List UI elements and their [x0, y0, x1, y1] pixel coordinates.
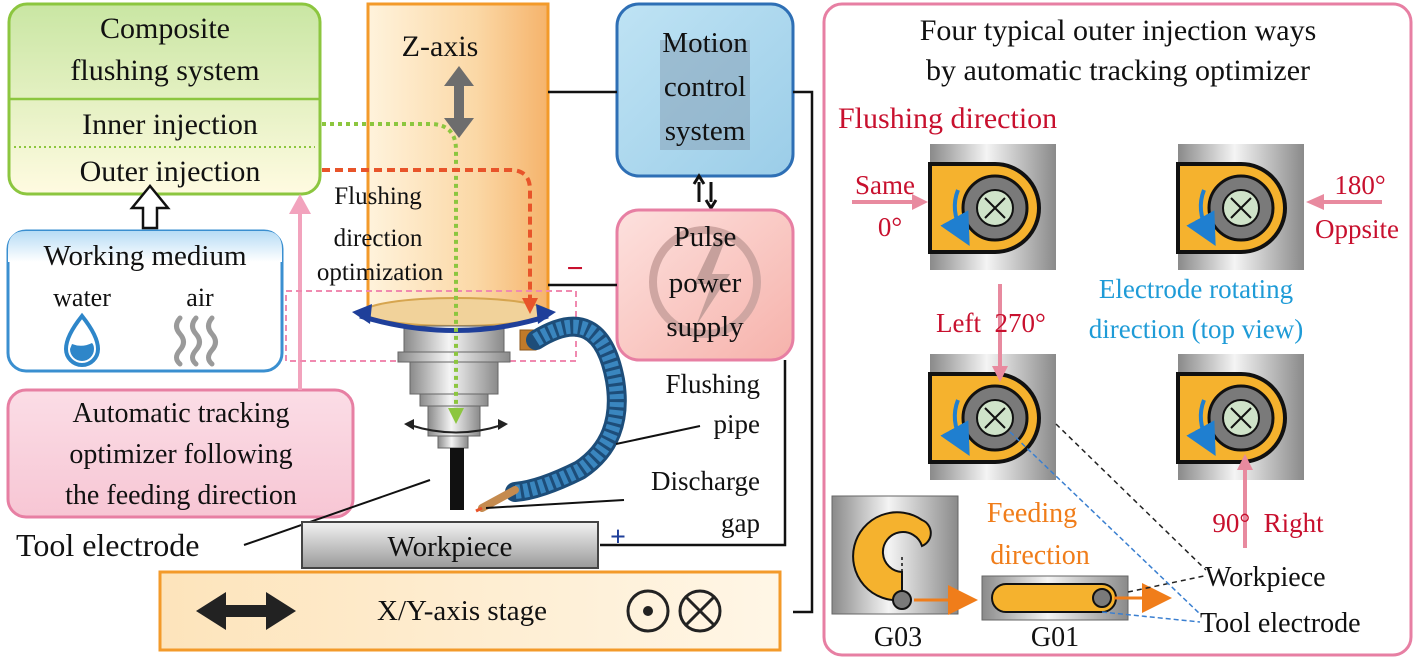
- minus-sign: −: [566, 252, 583, 285]
- small-rotation-arrow-icon: [409, 424, 503, 434]
- composite-title-line1: Composite: [100, 12, 230, 45]
- feeding-line2: direction: [990, 540, 1090, 571]
- water-drop-icon: [63, 312, 101, 367]
- pulse-line3: supply: [666, 311, 744, 343]
- motion-line3: system: [665, 115, 746, 147]
- right-title-line2: by automatic tracking optimizer: [926, 54, 1310, 87]
- flushing-pipe-line2: pipe: [714, 409, 761, 439]
- ninety-right-label: 90° Right: [1212, 508, 1324, 538]
- g01-label: G01: [1031, 622, 1079, 653]
- up-arrow-icon: [129, 184, 171, 230]
- outer-injection-label: Outer injection: [80, 155, 261, 188]
- pulse-line1: Pulse: [674, 221, 737, 253]
- rotation-arrowhead-left: [352, 304, 372, 324]
- zero-degree-label: 0°: [878, 212, 902, 242]
- rotating-line1: Electrode rotating: [1099, 274, 1293, 304]
- oppsite-label: Oppsite: [1315, 214, 1399, 244]
- tracking-optimizer-box: Automatic tracking optimizer following t…: [6, 388, 355, 519]
- tile-same: [928, 144, 1056, 270]
- right-title-line1: Four typical outer injection ways: [920, 14, 1317, 47]
- stage-label: X/Y-axis stage: [377, 595, 547, 627]
- same-label: Same: [855, 170, 915, 200]
- workpiece: Workpiece: [301, 521, 599, 569]
- z-axis-column: Z-axis Flushing direction optimization: [317, 2, 550, 312]
- bidirectional-arrow-icon: [692, 173, 718, 211]
- motion-control-icon: [660, 40, 750, 150]
- discharge-line2: gap: [721, 508, 760, 538]
- direction-arrows: [852, 194, 1382, 548]
- working-medium-box: Working medium water air: [6, 229, 284, 373]
- outer-injection-path: [322, 168, 532, 300]
- flushing-pipe: [475, 316, 627, 513]
- motion-line1: Motion: [662, 27, 748, 59]
- inner-injection-path: [322, 122, 458, 410]
- tracking-line1: Automatic tracking: [73, 398, 290, 429]
- horizontal-arrow-icon: [196, 592, 296, 630]
- plus-sign: +: [610, 522, 626, 553]
- into-plane-icon: [678, 589, 722, 633]
- discharge-line1: Discharge: [651, 466, 760, 496]
- air-waves-icon: [174, 315, 218, 367]
- water-label: water: [53, 283, 111, 312]
- composite-flushing-system: Composite flushing system Inner injectio…: [7, 2, 322, 196]
- power-icon: [649, 226, 761, 338]
- rotating-line2: direction (top view): [1089, 314, 1303, 344]
- one-eighty-label: 180°: [1334, 170, 1385, 200]
- g03-diagram: G03: [831, 495, 978, 653]
- z-axis-label: Z-axis: [402, 30, 479, 63]
- inner-injection-label: Inner injection: [82, 108, 258, 141]
- tool-electrode-leader: [243, 479, 431, 546]
- feeding-line1: Feeding: [987, 498, 1077, 529]
- out-of-plane-icon: [626, 589, 670, 633]
- tool-electrode-right-label: Tool electrode: [1200, 608, 1361, 639]
- flushing-opt-line2: direction: [334, 225, 423, 252]
- flushing-pipe-line1: Flushing: [665, 369, 760, 399]
- tile-opposite: [1176, 144, 1304, 270]
- g01-diagram: G01: [981, 575, 1172, 653]
- xy-stage: X/Y-axis stage: [158, 570, 782, 652]
- tracking-line2: optimizer following: [69, 439, 292, 470]
- tile-right: [1176, 354, 1304, 480]
- composite-title-line2: flushing system: [70, 54, 259, 87]
- wires: [548, 90, 814, 614]
- motion-line2: control: [664, 71, 746, 103]
- flushing-pipe-leader: [615, 425, 701, 445]
- flushing-opt-line1: Flushing: [334, 183, 422, 210]
- pulse-power-box: Pulse power supply: [615, 208, 795, 362]
- small-arrowhead-right: [498, 419, 508, 430]
- left-270-label: Left 270°: [936, 308, 1046, 338]
- inner-injection-arrowhead: [448, 408, 464, 424]
- working-medium-title: Working medium: [43, 240, 246, 272]
- workpiece-right-label: Workpiece: [1205, 562, 1326, 593]
- tool-electrode-label: Tool electrode: [16, 527, 199, 563]
- right-leaders: [1009, 423, 1207, 623]
- tracking-line3: the feeding direction: [65, 480, 297, 511]
- pulse-line2: power: [669, 267, 742, 299]
- flushing-direction-label: Flushing direction: [838, 102, 1057, 135]
- outer-injection-arrowhead: [522, 298, 538, 314]
- rotation-arrowhead-right: [536, 304, 556, 324]
- tile-left: [928, 354, 1056, 480]
- discharge-leader: [485, 499, 625, 509]
- z-axis-arrow-icon: [444, 66, 474, 138]
- g03-label: G03: [874, 622, 922, 653]
- workpiece-label: Workpiece: [388, 531, 513, 563]
- air-label: air: [186, 283, 214, 312]
- lightning-icon: [694, 238, 730, 326]
- small-arrowhead-left: [404, 419, 414, 430]
- flushing-opt-line3: optimization: [317, 259, 444, 286]
- motion-control-box: Motion control system: [615, 2, 795, 178]
